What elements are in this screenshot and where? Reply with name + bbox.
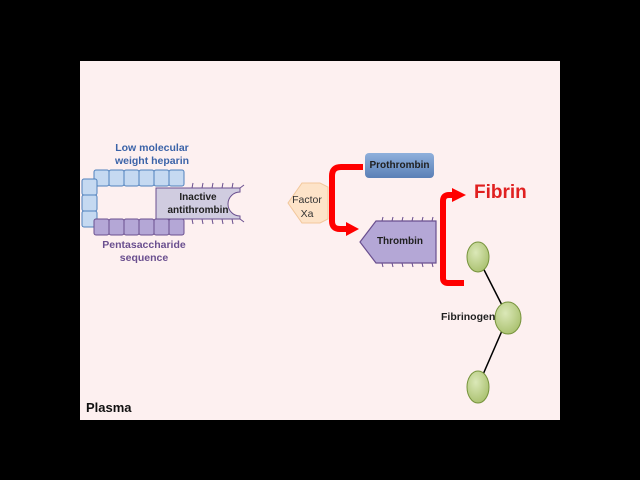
- penta-label-line2: sequence: [119, 252, 169, 264]
- fibrinogen-label: Fibrinogen: [441, 311, 496, 323]
- factor-label-line2: Xa: [300, 208, 314, 220]
- antithrombin-label-line2: antithrombin: [167, 205, 229, 216]
- factor-xa-shape: [287, 182, 329, 224]
- antithrombin-shape: [155, 182, 245, 225]
- penta-label-line1: Pentasaccharide: [102, 239, 186, 251]
- antithrombin-label-line1: Inactive: [179, 192, 217, 203]
- thrombin-spikes: [381, 216, 434, 268]
- slide-canvas: Low molecular weight heparin Inactive an…: [80, 61, 560, 420]
- factor-label-line1: Factor: [292, 194, 322, 206]
- penta-unit: [93, 218, 110, 236]
- factor-xa-label: Factor Xa: [286, 193, 328, 221]
- lmwh-unit: [108, 169, 125, 187]
- plasma-label: Plasma: [86, 400, 132, 415]
- lmwh-unit: [138, 169, 155, 187]
- lmwh-chain: [81, 169, 185, 228]
- antithrombin-spikes: [191, 182, 245, 225]
- penta-unit: [123, 218, 140, 236]
- fibrinogen-chain: [466, 241, 522, 404]
- lmwh-label-line1: Low molecular: [115, 142, 189, 154]
- lmwh-label: Low molecular weight heparin: [102, 142, 202, 168]
- lmwh-unit: [81, 194, 98, 212]
- lmwh-unit: [153, 169, 170, 187]
- thrombin-shape: [359, 216, 437, 268]
- lmwh-unit: [81, 178, 98, 196]
- fibrinogen-node: [494, 301, 522, 335]
- pentasaccharide-label: Pentasaccharide sequence: [94, 239, 194, 265]
- penta-unit: [168, 218, 185, 236]
- diagram-svg: [81, 153, 522, 404]
- lmwh-label-line2: weight heparin: [114, 155, 190, 167]
- fibrin-arrow: [440, 188, 466, 286]
- penta-unit: [153, 218, 170, 236]
- thrombin-label: Thrombin: [376, 236, 424, 247]
- lmwh-unit: [123, 169, 140, 187]
- activation-arrow: [329, 164, 363, 236]
- penta-unit: [108, 218, 125, 236]
- fibrinogen-node: [466, 241, 490, 273]
- lmwh-unit: [168, 169, 185, 187]
- antithrombin-label: Inactive antithrombin: [158, 191, 238, 217]
- prothrombin-label: Prothrombin: [369, 160, 430, 171]
- pentasaccharide-chain: [93, 218, 185, 236]
- prothrombin-box: [365, 153, 434, 178]
- penta-unit: [138, 218, 155, 236]
- fibrin-label: Fibrin: [474, 182, 527, 203]
- fibrinogen-node: [466, 370, 490, 404]
- antithrombin-body: [155, 187, 241, 220]
- thrombin-body: [359, 220, 437, 264]
